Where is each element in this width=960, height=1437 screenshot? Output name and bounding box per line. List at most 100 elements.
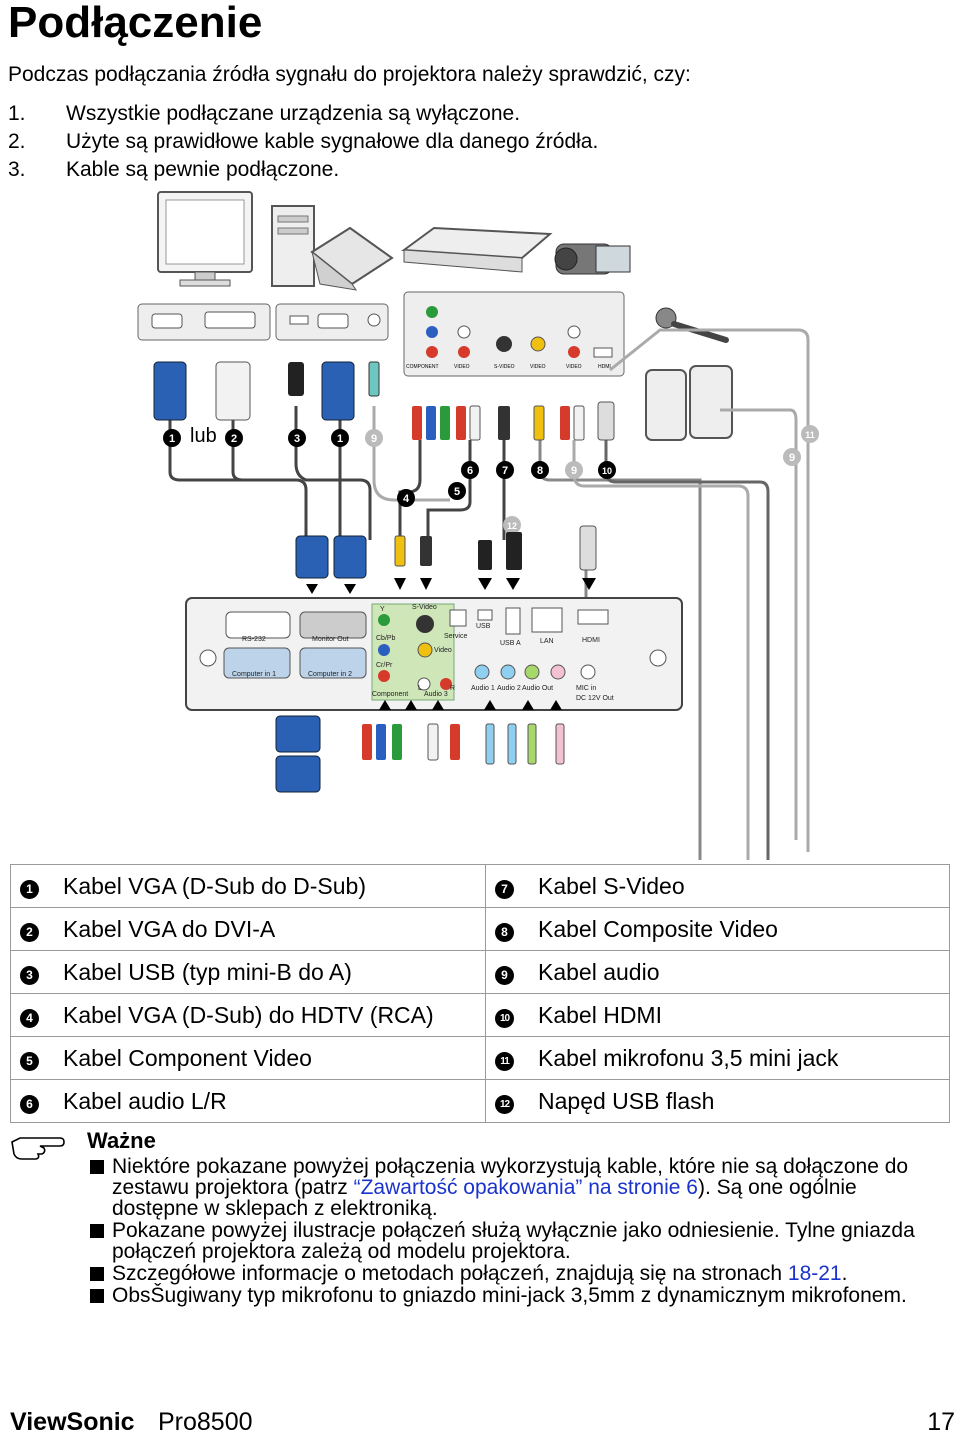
connection-diagram: COMPONENT VIDEO S-VIDEO VIDEO VIDEO HDMI: [137, 191, 819, 860]
port-label: S-Video: [412, 604, 437, 611]
port-label: Audio 2: [497, 685, 521, 692]
callout-number: 11: [805, 430, 815, 440]
callout-number: 8: [537, 465, 543, 477]
page-title: Podłączenie: [8, 0, 263, 47]
callout-number: 5: [454, 486, 460, 498]
port-label: MIC in: [576, 685, 596, 692]
rca-plug-row-icon: [412, 401, 615, 441]
arrow-up-icon: [379, 700, 562, 710]
port-label: Component: [372, 691, 408, 698]
checklist-item: 2. Użyte są prawidłowe kable sygnałowe dl…: [8, 128, 598, 156]
note-text: ). Są one ogólnie dostępne w sklepach z …: [112, 1176, 857, 1220]
legend-number: 4: [20, 1008, 39, 1028]
microphone-icon: [655, 307, 729, 343]
port-label: Cb/Pb: [376, 635, 396, 642]
port-label: VIDEO: [566, 364, 582, 370]
callout-number: 3: [294, 433, 300, 445]
port-label: Video: [434, 647, 452, 654]
port-label: Cr/Pr: [376, 662, 393, 669]
legend-number: 2: [20, 922, 39, 942]
footer-model: Pro8500: [158, 1408, 253, 1436]
port-label: USB: [476, 623, 491, 630]
square-bullet-icon: [90, 1160, 104, 1174]
note-list: Niektóre pokazane powyżej połączenia wyk…: [90, 1156, 948, 1307]
laptop-icon: [310, 226, 394, 291]
projector-plug-row-icon: [295, 525, 597, 579]
note-text: Szczegółowe informacje o metodach połącz…: [112, 1262, 788, 1285]
page-number: 17: [927, 1408, 955, 1436]
legend-text: Kabel USB (typ mini-B do A): [63, 958, 352, 985]
step-text: Użyte są prawidłowe kable sygnałowe dla …: [66, 130, 599, 153]
callout-number: 1: [337, 433, 343, 445]
speakers-icon: [645, 365, 733, 441]
port-label: Audio 1: [471, 685, 495, 692]
port-label: Y: [380, 606, 385, 613]
port-label: VIDEO: [530, 364, 546, 370]
legend-number: 12: [495, 1094, 514, 1114]
square-bullet-icon: [90, 1224, 104, 1238]
arrow-down-icon: [306, 578, 596, 594]
note-text: Pokazane powyżej ilustracje połączeń słu…: [112, 1219, 915, 1263]
port-label: R: [450, 685, 455, 692]
port-label: RS-232: [242, 636, 266, 643]
legend-text: Kabel VGA (D-Sub) do HDTV (RCA): [63, 1001, 434, 1028]
square-bullet-icon: [90, 1267, 104, 1281]
table-row: 5 Kabel Component Video 11 Kabel mikrofonu…: [10, 1036, 950, 1080]
note-title: Ważne: [87, 1128, 156, 1153]
callout-number: 9: [789, 452, 795, 464]
checklist: 1. Wszystkie podłączane urządzenia są wył…: [8, 100, 598, 184]
step-text: Kable są pewnie podłączone.: [66, 158, 340, 181]
callout-number: 1: [169, 433, 175, 445]
note-item: Szczegółowe informacje o metodach połącz…: [90, 1263, 948, 1284]
page-reference-link[interactable]: “Zawartość opakowania” na stronie 6: [353, 1176, 698, 1199]
callout-number: 4: [403, 493, 410, 505]
port-label: S-VIDEO: [494, 364, 515, 370]
pc-port-panel: [137, 303, 389, 341]
pc-tower-icon: [271, 205, 315, 287]
step-number: 3.: [8, 158, 26, 181]
legend-number: 7: [495, 879, 514, 899]
note-item: Pokazane powyżej ilustracje połączeń słu…: [90, 1220, 948, 1262]
legend-text: Kabel mikrofonu 3,5 mini jack: [538, 1044, 839, 1071]
monitor-icon: [157, 191, 253, 287]
legend-text: Kabel Component Video: [63, 1044, 312, 1071]
footer-brand: ViewSonic: [10, 1408, 135, 1436]
step-text: Wszystkie podłączane urządzenia są wyłąc…: [66, 102, 521, 125]
port-label: COMPONENT: [406, 364, 439, 370]
legend-number: 8: [495, 922, 514, 942]
camcorder-icon: [554, 243, 631, 275]
port-label: L: [418, 685, 422, 692]
note-item: ObsŠugiwany typ mikrofonu to gniazdo min…: [90, 1285, 948, 1306]
legend-number: 6: [20, 1094, 39, 1114]
lub-label: lub: [190, 425, 217, 447]
checklist-item: 3. Kable są pewnie podłączone.: [8, 156, 598, 184]
callout-markers: 1 2 3 1 9 6 7 8 9 10 4 5 12 11 9: [163, 425, 819, 534]
port-label: HDMI: [582, 637, 600, 644]
step-number: 1.: [8, 102, 26, 125]
legend-text: Kabel audio L/R: [63, 1087, 227, 1114]
callout-number: 7: [502, 465, 508, 477]
legend-number: 5: [20, 1051, 39, 1071]
callout-number: 2: [231, 433, 237, 445]
port-label: USB A: [500, 640, 521, 647]
legend-number: 1: [20, 879, 39, 899]
port-label: Audio 3: [424, 691, 448, 698]
callout-number: 12: [507, 521, 517, 531]
note-item: Niektóre pokazane powyżej połączenia wyk…: [90, 1156, 948, 1219]
legend-text: Kabel S-Video: [538, 872, 685, 899]
port-label: Audio Out: [522, 685, 553, 692]
legend-text: Kabel VGA do DVI-A: [63, 915, 276, 942]
page-reference-link[interactable]: 18-21: [787, 1262, 842, 1285]
checklist-item: 1. Wszystkie podłączane urządzenia są wył…: [8, 100, 598, 128]
step-number: 2.: [8, 130, 26, 153]
port-label: HDMI: [598, 364, 611, 370]
note-text: ObsŠugiwany typ mikrofonu to gniazdo min…: [112, 1284, 907, 1307]
legend-number: 10: [495, 1008, 514, 1028]
legend-number: 11: [495, 1051, 514, 1071]
legend-number: 3: [20, 965, 39, 985]
